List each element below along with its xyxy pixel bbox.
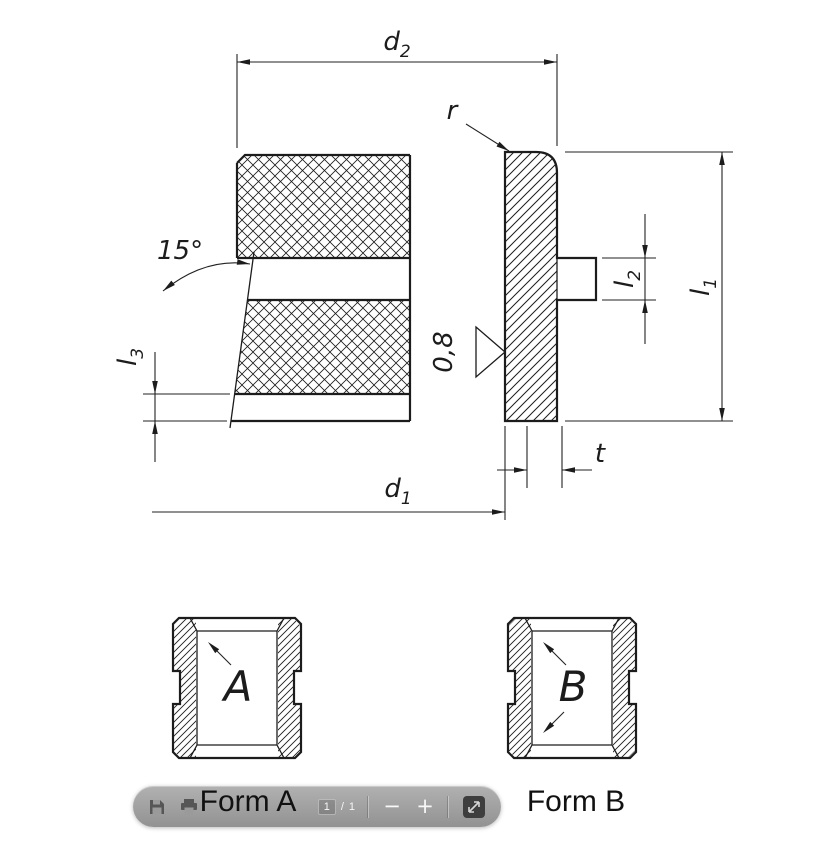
form-b-hatch-left — [509, 619, 531, 757]
dim-label-l3: l3 — [113, 348, 148, 366]
form-b-label: Form B — [527, 785, 625, 818]
knurl-band-upper — [237, 155, 410, 258]
dim-label-r: r — [447, 96, 460, 126]
form-b-view: B — [506, 616, 638, 760]
pdf-toolbar: 1 / 1 − + — [133, 786, 501, 827]
form-a-letter: A — [221, 662, 253, 711]
knurl-band-lower — [234, 300, 410, 394]
form-a-arrow-line — [210, 644, 232, 666]
form-b-outer — [506, 616, 638, 760]
form-a-hatch-right — [278, 619, 300, 757]
form-b-arrow-line-top — [545, 644, 567, 666]
dim-label-angle: 15° — [157, 236, 203, 266]
fit-page-icon — [463, 795, 485, 818]
dim-label-d1: d1 — [384, 474, 411, 509]
dim-label-t: t — [595, 439, 606, 469]
print-button[interactable] — [179, 798, 199, 816]
fit-page-button[interactable] — [462, 795, 486, 819]
form-a-hatch-left — [174, 619, 196, 757]
form-b-bore — [524, 617, 620, 759]
flange-hatch — [505, 152, 557, 421]
toolbar-divider — [448, 795, 449, 818]
dimension-t: t — [497, 426, 606, 488]
form-a-bore — [189, 617, 285, 759]
printer-icon — [181, 798, 197, 814]
dimension-l2: l2 — [602, 214, 656, 344]
dim-label-l1: l1 — [686, 278, 721, 296]
zoom-out-button[interactable]: − — [383, 794, 401, 818]
form-a-view: A — [171, 616, 303, 760]
page-number-input[interactable]: 1 — [317, 798, 336, 815]
main-section-view — [229, 150, 598, 429]
page-separator: / — [340, 800, 344, 813]
radius-callout-r: r — [447, 96, 511, 154]
save-button[interactable] — [148, 798, 166, 816]
toolbar-divider — [368, 795, 369, 818]
dimension-l3: l3 — [113, 348, 230, 462]
form-b-arrow-line-bottom — [545, 711, 565, 731]
surface-roughness-callout: 0,8 — [429, 325, 506, 379]
floppy-icon — [150, 799, 164, 814]
flange-outline — [503, 150, 598, 423]
page-total: 1 — [348, 800, 355, 813]
form-b-hatch-right — [613, 619, 635, 757]
roughness-value: 0,8 — [429, 331, 459, 372]
dimension-d1: d1 — [152, 426, 506, 520]
body-outline — [231, 153, 412, 423]
angle-callout-15deg: 15° — [157, 236, 251, 294]
form-b-letter: B — [559, 662, 588, 711]
form-a-outer — [171, 616, 303, 760]
zoom-in-button[interactable]: + — [416, 794, 434, 818]
dimension-d2: d2 — [236, 27, 558, 148]
dimension-l1: l1 — [565, 151, 733, 422]
dim-label-d2: d2 — [383, 27, 410, 62]
dim-label-l2: l2 — [610, 270, 645, 288]
page-indicator: 1 / 1 — [317, 798, 355, 815]
taper-edge — [229, 251, 255, 429]
